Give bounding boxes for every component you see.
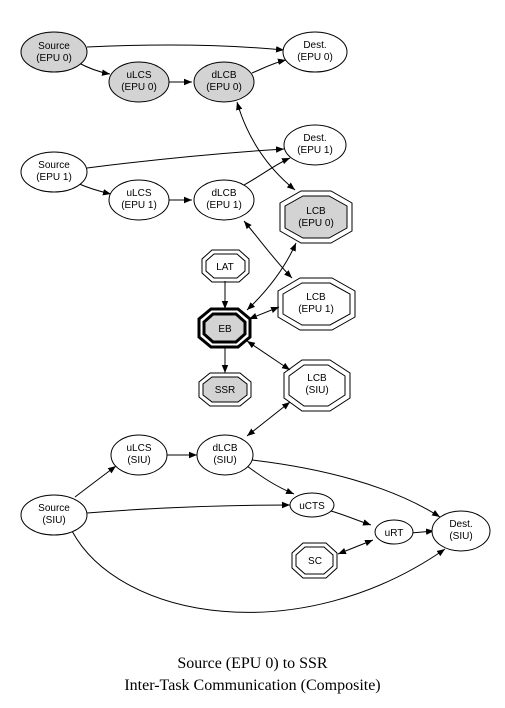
node-label: Source xyxy=(38,503,70,514)
node-label: Dest. xyxy=(303,40,326,51)
node-label: LCB xyxy=(307,373,327,384)
node-dlcb-siu: dLCB (SIU) xyxy=(196,434,254,476)
node-sublabel: (EPU 1) xyxy=(297,145,333,156)
node-dlcb-epu0: dLCB (EPU 0) xyxy=(193,61,255,103)
edge-src-siu-to-dest-siu xyxy=(71,530,446,613)
node-ssr: SSR xyxy=(198,372,252,407)
node-sublabel: (SIU) xyxy=(213,455,236,466)
node-label: Source xyxy=(38,160,70,171)
node-sublabel: (EPU 1) xyxy=(298,304,334,315)
node-label: dLCB xyxy=(212,443,237,454)
node-sublabel: (EPU 1) xyxy=(206,200,242,211)
node-sublabel: (SIU) xyxy=(305,385,328,396)
edge-src-epu0-to-dest-epu0 xyxy=(86,44,285,53)
node-ulcs-epu1: uLCS (EPU 1) xyxy=(108,179,170,221)
edge-sc-urt xyxy=(337,539,374,555)
node-label: Dest. xyxy=(303,133,326,144)
node-dest-epu1: Dest. (EPU 1) xyxy=(283,124,347,166)
edge-urt-to-dest-siu xyxy=(410,528,435,535)
node-label: uRT xyxy=(385,528,404,539)
node-lcb-epu0: LCB (EPU 0) xyxy=(279,190,353,244)
edge-dlcb-epu0-lcb-epu0 xyxy=(236,101,296,191)
node-label: uLCS xyxy=(126,443,151,454)
diagram-caption-title: Source (EPU 0) to SSR xyxy=(177,655,328,672)
node-label: EB xyxy=(218,324,232,335)
node-sublabel: (EPU 0) xyxy=(298,218,334,229)
edge-eb-lcb-epu1 xyxy=(248,306,280,320)
edge-dlcb-siu-lcb-siu xyxy=(246,401,291,437)
node-label: dLCB xyxy=(211,188,236,199)
node-label: Source xyxy=(38,41,70,52)
node-label: LCB xyxy=(306,292,326,303)
edge-eb-lcb-siu xyxy=(246,340,291,371)
edge-src-epu1-to-ulcs-epu1 xyxy=(76,182,112,196)
node-ucts: uCTS xyxy=(289,492,335,518)
diagram-caption-subtitle: Inter-Task Communication (Composite) xyxy=(124,677,381,694)
node-urt: uRT xyxy=(374,519,414,545)
node-sublabel: (SIU) xyxy=(449,531,472,542)
node-sc: SC xyxy=(291,542,338,579)
node-label: LAT xyxy=(216,262,234,273)
node-lat: LAT xyxy=(201,249,250,283)
node-sublabel: (EPU 0) xyxy=(36,53,72,64)
node-label: Dest. xyxy=(449,519,472,530)
edge-dlcb-siu-to-ucts xyxy=(246,465,295,495)
edge-dlcb-siu-to-dest-siu xyxy=(251,459,441,518)
edge-dlcb-epu0-to-dest-epu0 xyxy=(251,58,287,74)
node-sublabel: (EPU 0) xyxy=(297,52,333,63)
node-label: SC xyxy=(308,556,322,567)
node-dlcb-epu1: dLCB (EPU 1) xyxy=(193,179,255,221)
edge-src-epu1-to-dest-epu1 xyxy=(86,146,285,169)
node-label: uLCS xyxy=(126,188,151,199)
edge-ucts-to-urt xyxy=(330,510,372,526)
node-eb: EB xyxy=(197,307,252,349)
node-label: uLCS xyxy=(126,70,151,81)
node-source-epu0: Source (EPU 0) xyxy=(20,31,88,73)
edge-src-siu-to-ulcs-siu xyxy=(74,465,117,498)
node-ulcs-siu: uLCS (SIU) xyxy=(110,434,168,476)
node-source-siu: Source (SIU) xyxy=(20,494,88,536)
edge-src-epu0-to-ulcs-epu0 xyxy=(76,61,111,76)
node-ulcs-epu0: uLCS (EPU 0) xyxy=(108,61,170,103)
node-sublabel: (EPU 1) xyxy=(36,172,72,183)
node-label: uCTS xyxy=(299,501,325,512)
node-lcb-siu: LCB (SIU) xyxy=(283,359,351,412)
edge-src-siu-to-ucts xyxy=(86,501,291,514)
node-lcb-epu1: LCB (EPU 1) xyxy=(277,277,356,331)
itc-diagram: Source (EPU 0) Dest. (EPU 0) uLCS (EPU 0… xyxy=(20,31,491,613)
node-sublabel: (EPU 0) xyxy=(121,82,157,93)
node-sublabel: (SIU) xyxy=(127,455,150,466)
node-sublabel: (SIU) xyxy=(42,515,65,526)
edge-lcb-epu0-eb xyxy=(246,242,297,311)
node-sublabel: (EPU 1) xyxy=(121,200,157,211)
edge-dlcb-epu1-lcb-epu1 xyxy=(243,220,293,279)
node-label: SSR xyxy=(215,385,236,396)
node-dest-epu0: Dest. (EPU 0) xyxy=(282,31,348,73)
node-dest-siu: Dest. (SIU) xyxy=(431,510,491,552)
node-source-epu1: Source (EPU 1) xyxy=(20,151,88,193)
node-sublabel: (EPU 0) xyxy=(206,82,242,93)
node-label: dLCB xyxy=(211,70,236,81)
node-label: LCB xyxy=(306,206,326,217)
